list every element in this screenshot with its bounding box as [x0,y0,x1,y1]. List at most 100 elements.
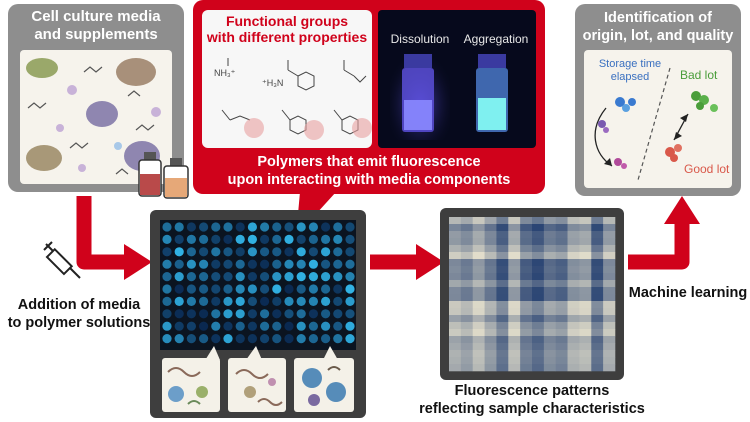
heatmap-cell [603,322,616,330]
well [284,334,294,344]
heatmap-cell [472,336,485,344]
heatmap-cell [591,308,604,316]
media-title-line2: and supplements [34,26,158,43]
heatmap-cell [591,280,604,288]
well [162,247,172,257]
heatmap-cell [460,217,474,225]
identification-illustration: Storage time elapsed Bad lot Good lot [584,50,732,188]
heatmap-cell [532,336,545,344]
well [235,272,245,282]
heatmap-cell [484,343,497,351]
heatmap-cell [484,350,497,358]
groups-caption-line1: Polymers that emit fluorescence [257,154,481,170]
well [199,321,209,331]
well [345,272,355,282]
well [223,284,233,294]
well-grid [162,222,355,344]
heatmap-cell [484,224,497,232]
well [223,247,233,257]
heatmap-cell [591,245,604,253]
heatmap-cell [484,322,497,330]
heatmap-cell [460,336,474,344]
heatmap-grid [449,217,616,372]
well [296,259,306,269]
heatmap-cell [449,343,462,351]
heatmap-cell [484,301,497,309]
well [345,309,355,319]
heatmap-cell [508,343,521,351]
well [345,334,355,344]
heatmap-cell [484,231,497,239]
heatmap-cell [603,287,616,295]
heatmap-cell [591,336,604,344]
well [272,259,282,269]
media-bottles-icon [138,152,189,199]
well [345,234,355,244]
inset-1-graphic [167,367,208,405]
heatmap-cell [532,322,545,330]
well [235,321,245,331]
well [199,272,209,282]
heatmap-cell [579,252,592,260]
well [272,334,282,344]
heatmap-cell [591,273,604,281]
heatmap-cell [543,294,557,302]
well [235,309,245,319]
well [296,234,306,244]
well [321,309,331,319]
heatmap-cell [579,273,592,281]
well [247,284,257,294]
groups-title-line2: with different properties [206,29,368,45]
heatmap-cell [567,308,580,316]
heatmap-cell [449,224,462,232]
heatmap-cell [449,238,462,246]
heatmap-cell [449,301,462,309]
heatmap-cell [543,322,557,330]
heatmap-cell [472,287,485,295]
heatmap-cell [567,224,580,232]
heatmap-cell [543,231,557,239]
formula-nh3: NH₃⁺ [214,68,236,78]
patterns-line2: reflecting sample characteristics [419,401,645,417]
heatmap-cell [555,350,568,358]
heatmap-cell [484,245,497,253]
well [235,234,245,244]
well [272,247,282,257]
heatmap-cell [496,350,509,358]
addition-line1: Addition of media [17,297,141,313]
heatmap-cell [567,294,580,302]
heatmap-cell [591,266,604,274]
well [174,272,184,282]
heatmap-cell [543,245,557,253]
heatmap-cell [508,294,521,302]
heatmap-cell [496,357,509,365]
heatmap-cell [603,301,616,309]
media-panel: Cell culture media and supplements [8,4,184,192]
well [272,272,282,282]
well [247,259,257,269]
storage-line1: Storage time [598,58,662,70]
well [211,259,221,269]
heatmap-cell [520,336,533,344]
heatmap-cell [449,350,462,358]
heatmap-cell [543,252,557,260]
heatmap-cell [496,294,509,302]
heatmap-cell [460,224,474,232]
well [174,234,184,244]
heatmap-cell [579,336,592,344]
good-lot-label: Good lot [684,162,730,176]
well [174,334,184,344]
heatmap-cell [532,238,545,246]
heatmap-cell [543,308,557,316]
heatmap-cell [532,343,545,351]
heatmap-cell [520,294,533,302]
heatmap-cell [449,280,462,288]
well [284,222,294,232]
well [345,284,355,294]
heatmap-cell [579,217,592,225]
heatmap-cell [603,294,616,302]
well [272,284,282,294]
well [284,272,294,282]
heatmap-cell [508,336,521,344]
